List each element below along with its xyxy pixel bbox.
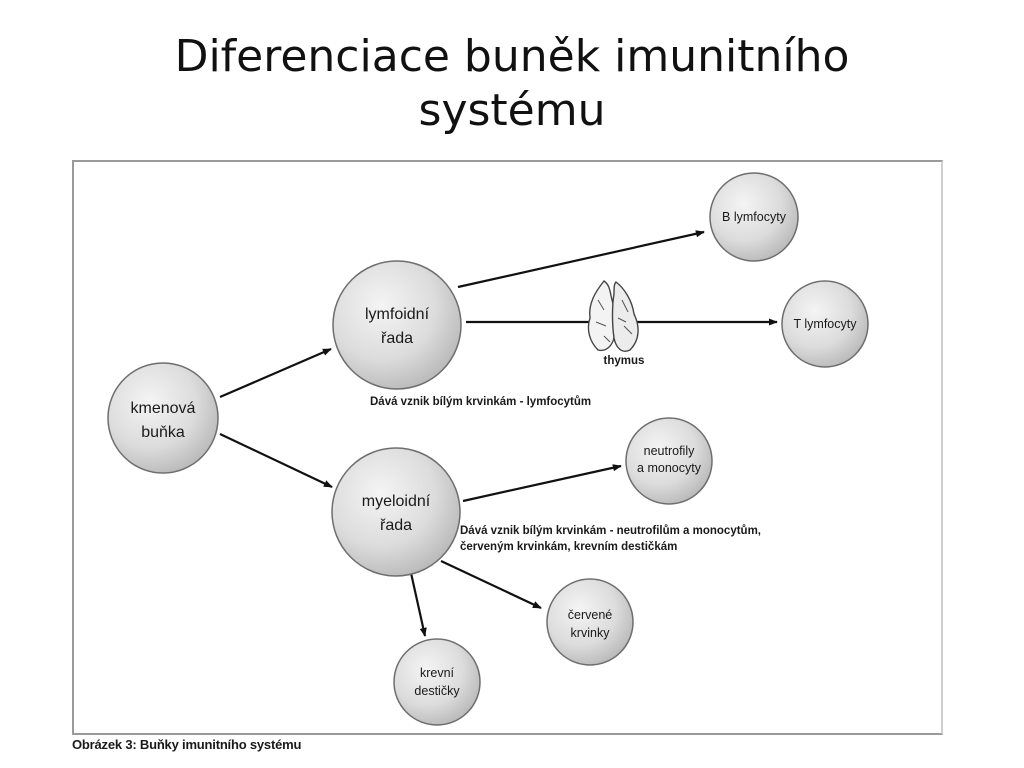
myeloid-caption-line1: Dává vznik bílým krvinkám - neutrofilům … [460,525,761,537]
node-t-lymphocytes: T lymfocyty [781,280,869,368]
figure-frame [72,160,943,735]
node-red-cells-line1: červené [568,608,613,622]
node-platelets: krevní destičky [393,638,481,726]
node-myeloid: myeloidní řada [331,447,461,577]
title-line-2: systému [418,85,606,136]
thymus-icon: thymus [587,280,645,367]
thymus-label: thymus [604,355,645,367]
node-lymphoid: lymfoidní řada [332,260,462,390]
myeloid-caption-line2: červeným krvinkám, krevním destičkám [460,541,677,553]
node-stem-cell-line1: kmenová [131,400,196,417]
node-myeloid-line2: řada [380,517,412,534]
node-b-lymphocytes: B lymfocyty [709,172,799,262]
node-neutrophils-line1: neutrofily [644,444,695,458]
title-line-1: Diferenciace buněk imunitního [174,31,850,82]
node-myeloid-line1: myeloidní [362,493,431,510]
figure-caption: Obrázek 3: Buňky imunitního systému [72,737,302,752]
arrow-myeloid-to-red-cells [440,560,542,609]
page-title: Diferenciace buněk imunitního systému [0,30,1024,138]
node-t-lymphocytes-label: T lymfocyty [794,317,858,331]
node-neutrophils: neutrofily a monocyty [625,417,713,505]
node-stem-cell: kmenová buňka [107,362,219,474]
node-lymphoid-line1: lymfoidní [365,306,430,323]
node-lymphoid-line2: řada [381,330,413,347]
arrow-myeloid-to-neutrophils [462,464,622,503]
arrow-myeloid-to-platelets [409,572,427,637]
node-platelets-line2: destičky [414,684,460,698]
node-neutrophils-line2: a monocyty [637,461,702,475]
arrow-lymphoid-to-b-lymphocytes [457,230,705,289]
node-red-cells: červené krvinky [546,578,634,666]
node-platelets-line1: krevní [420,666,455,680]
node-b-lymphocytes-label: B lymfocyty [722,210,787,224]
node-stem-cell-line2: buňka [141,424,185,441]
lymphoid-caption: Dává vznik bílým krvinkám - lymfocytům [370,396,591,408]
arrow-stem-to-lymphoid [219,347,332,399]
node-red-cells-line2: krvinky [571,626,611,640]
arrow-stem-to-myeloid [219,433,333,488]
